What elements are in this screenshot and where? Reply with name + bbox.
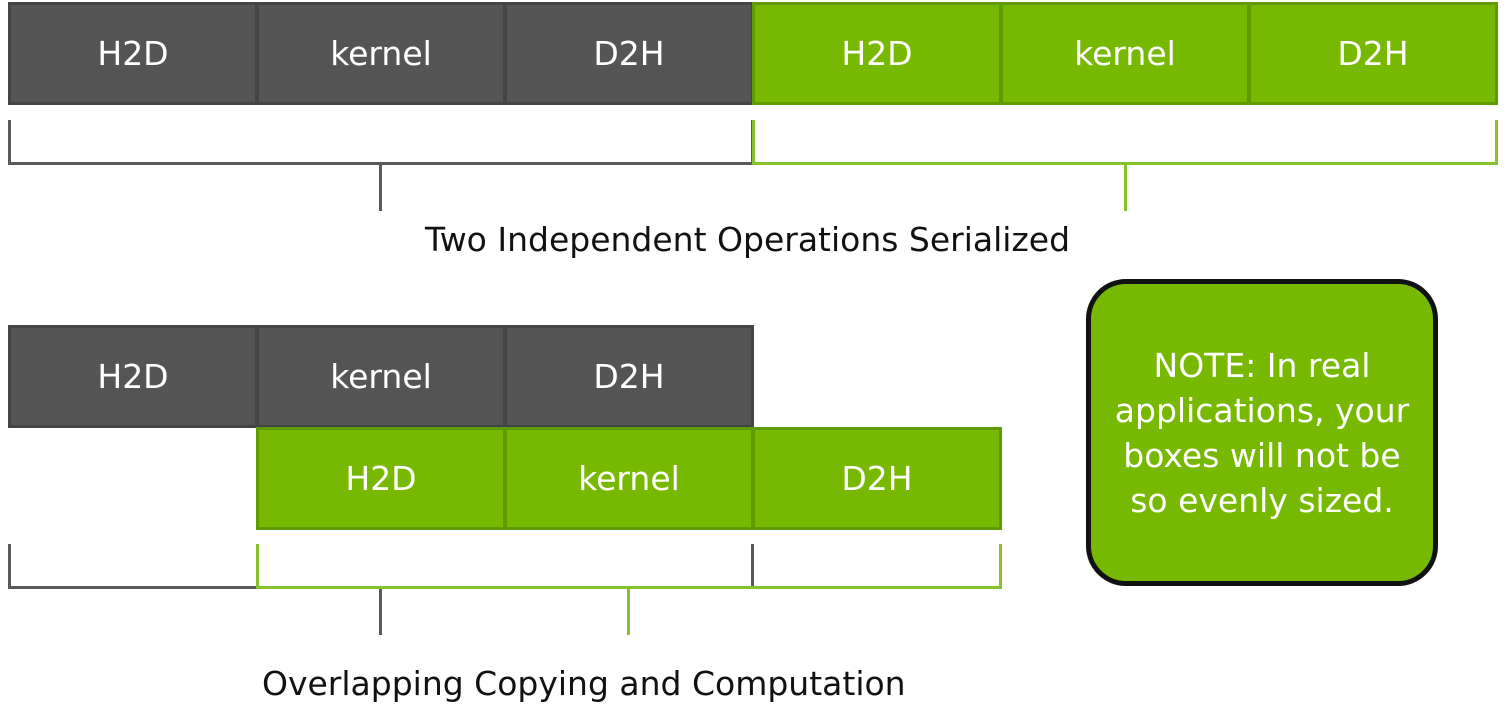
overlapped-caption: Overlapping Copying and Computation	[262, 664, 906, 703]
block-label: kernel	[330, 34, 432, 73]
overlap-gray-d2h-block: D2H	[504, 325, 754, 428]
overlap-gray-bracket-stem	[379, 589, 382, 635]
note-text: NOTE: In real applications, your boxes w…	[1114, 345, 1410, 520]
block-label: D2H	[593, 357, 665, 396]
block-label: H2D	[97, 357, 169, 396]
serial-green-d2h-block: D2H	[1248, 2, 1498, 105]
overlap-green-bracket-stem	[627, 589, 630, 635]
serial-green-bracket	[752, 120, 1498, 165]
serial-gray-bracket-stem	[379, 165, 382, 211]
overlap-green-d2h-block: D2H	[752, 427, 1002, 530]
overlap-green-h2d-block: H2D	[256, 427, 506, 530]
overlap-green-bracket	[256, 544, 1002, 589]
serial-gray-bracket	[8, 120, 754, 165]
note-callout: NOTE: In real applications, your boxes w…	[1086, 279, 1438, 586]
block-label: D2H	[1337, 34, 1409, 73]
block-label: kernel	[1074, 34, 1176, 73]
serialized-caption: Two Independent Operations Serialized	[425, 220, 1071, 259]
block-label: D2H	[841, 459, 913, 498]
serial-gray-kernel-block: kernel	[256, 2, 506, 105]
block-label: H2D	[841, 34, 913, 73]
overlap-gray-kernel-block: kernel	[256, 325, 506, 428]
serial-gray-h2d-block: H2D	[8, 2, 258, 105]
serial-green-kernel-block: kernel	[1000, 2, 1250, 105]
overlap-green-kernel-block: kernel	[504, 427, 754, 530]
serial-gray-d2h-block: D2H	[504, 2, 754, 105]
serial-green-h2d-block: H2D	[752, 2, 1002, 105]
serial-green-bracket-stem	[1124, 165, 1127, 211]
block-label: kernel	[578, 459, 680, 498]
block-label: H2D	[97, 34, 169, 73]
block-label: H2D	[345, 459, 417, 498]
block-label: kernel	[330, 357, 432, 396]
block-label: D2H	[593, 34, 665, 73]
overlap-gray-h2d-block: H2D	[8, 325, 258, 428]
